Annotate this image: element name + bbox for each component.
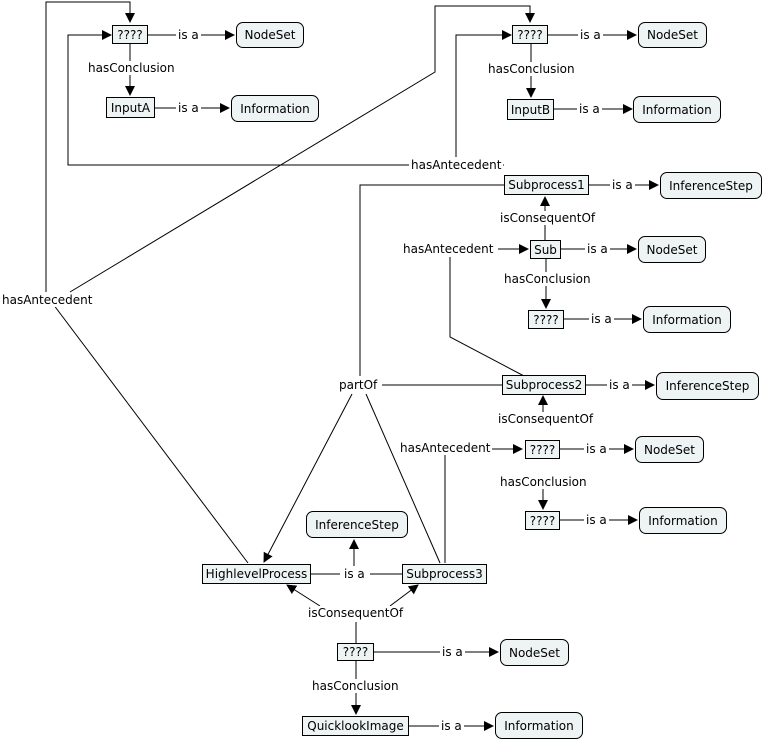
label-isa-7: is a	[589, 312, 614, 326]
edge-sp3-partof	[365, 393, 441, 564]
edge-sp1-partof	[359, 184, 504, 376]
node-information-4[interactable]: Information	[639, 507, 727, 534]
node-nodeset-1[interactable]: NodeSet	[236, 22, 304, 48]
label-partof: partOf	[337, 378, 380, 392]
edge-hlp-hasantecedent-b	[45, 1, 135, 292]
label-hasconclusion-5: hasConclusion	[310, 679, 401, 693]
label-isconsequentof-1: isConsequentOf	[498, 211, 598, 225]
label-isa-2: is a	[176, 101, 201, 115]
edge-sp1-hasantecedent-a	[67, 30, 504, 166]
node-unknown-top-left[interactable]: ????	[112, 25, 148, 44]
node-nodeset-5[interactable]: NodeSet	[500, 639, 569, 666]
label-hasantecedent-top: hasAntecedent	[409, 158, 504, 172]
edge-hlp-hasantecedent-a	[49, 299, 249, 564]
edge-partof-hlp	[263, 393, 353, 563]
node-nodeset-4[interactable]: NodeSet	[635, 436, 704, 463]
node-information-5[interactable]: Information	[495, 712, 583, 739]
label-isa-3: is a	[578, 28, 603, 42]
label-isa-8: is a	[607, 378, 632, 392]
label-isa-4: is a	[577, 102, 602, 116]
node-subprocess2[interactable]: Subprocess2	[502, 375, 586, 395]
node-information-1[interactable]: Information	[231, 95, 319, 122]
node-information-2[interactable]: Information	[633, 96, 721, 123]
node-inferencestep-3[interactable]: InferenceStep	[306, 511, 408, 538]
label-hasconclusion-1: hasConclusion	[86, 61, 177, 75]
label-isconsequentof-2: isConsequentOf	[496, 412, 596, 426]
node-unknown-sp2-conclusion[interactable]: ????	[525, 511, 560, 530]
label-hasantecedent-sp2: hasAntecedent	[398, 441, 493, 455]
label-isa-5: is a	[610, 178, 635, 192]
node-subprocess1[interactable]: Subprocess1	[504, 175, 589, 195]
node-nodeset-2[interactable]: NodeSet	[638, 22, 707, 48]
node-unknown-top-right[interactable]: ????	[512, 25, 548, 44]
node-inputa[interactable]: InputA	[106, 97, 155, 118]
edge-sp1-hasantecedent-b	[455, 30, 512, 157]
label-hasantecedent-left: hasAntecedent	[0, 293, 95, 307]
node-quicklookimage[interactable]: QuicklookImage	[302, 716, 409, 736]
node-subprocess3[interactable]: Subprocess3	[402, 564, 487, 584]
node-unknown-bottom[interactable]: ????	[337, 643, 374, 661]
label-hasantecedent-sub: hasAntecedent	[401, 242, 496, 256]
edge-iscons-sp3	[389, 584, 419, 607]
node-unknown-sub-conclusion[interactable]: ????	[528, 310, 564, 329]
edge-iscons-hlp	[286, 584, 321, 607]
label-hasconclusion-3: hasConclusion	[502, 272, 593, 286]
label-hasconclusion-4: hasConclusion	[498, 475, 589, 489]
label-isa-10: is a	[584, 513, 609, 527]
node-sub[interactable]: Sub	[530, 240, 561, 259]
node-information-3[interactable]: Information	[643, 306, 731, 333]
node-inferencestep-2[interactable]: InferenceStep	[656, 372, 759, 400]
label-hasconclusion-2: hasConclusion	[486, 62, 577, 76]
node-inputb[interactable]: InputB	[507, 99, 554, 120]
node-highlevelprocess[interactable]: HighlevelProcess	[202, 564, 311, 584]
label-isa-11: is a	[342, 567, 367, 581]
node-inferencestep-1[interactable]: InferenceStep	[660, 172, 762, 199]
label-isconsequentof-3: isConsequentOf	[306, 606, 406, 620]
label-isa-13: is a	[439, 719, 464, 733]
node-unknown-sp2-consequent[interactable]: ????	[525, 440, 560, 459]
label-isa-9: is a	[584, 442, 609, 456]
label-isa-1: is a	[176, 28, 201, 42]
edge-sp2-hasantecedent-sub	[449, 257, 525, 377]
node-nodeset-3[interactable]: NodeSet	[638, 236, 706, 263]
label-isa-12: is a	[440, 645, 465, 659]
edge-hlp-hasantecedent-c	[69, 5, 535, 293]
label-isa-6: is a	[585, 242, 610, 256]
